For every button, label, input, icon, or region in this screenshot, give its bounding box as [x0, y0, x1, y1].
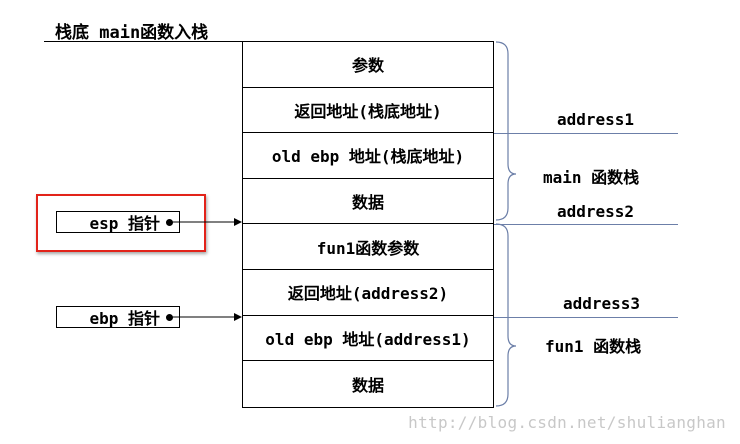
- stack-cell-fun1-return-address: 返回地址(address2): [243, 270, 493, 316]
- watermark: http://blog.csdn.net/shulianghan: [408, 413, 726, 432]
- ebp-arrowhead: [234, 313, 242, 321]
- address3-line: [494, 317, 678, 318]
- address1-label: address1: [557, 110, 635, 129]
- diagram-title: 栈底 main函数入栈: [55, 23, 209, 43]
- ebp-pointer-label: ebp 指针: [89, 309, 160, 328]
- esp-pointer-label: esp 指针: [89, 214, 160, 233]
- frame-braces: [495, 41, 517, 407]
- address3-label: address3: [563, 294, 641, 313]
- fun1-frame-label: fun1 函数栈: [545, 337, 642, 356]
- stack-cell-fun1-old-ebp: old ebp 地址(address1): [243, 316, 493, 362]
- stack-cell-main-old-ebp: old ebp 地址(栈底地址): [243, 133, 493, 179]
- stack-cell-main-params: 参数: [243, 42, 493, 88]
- stack-table: 参数 返回地址(栈底地址) old ebp 地址(栈底地址) 数据 fun1函数…: [242, 41, 494, 408]
- esp-highlight-box: [36, 194, 206, 252]
- address2-label: address2: [557, 202, 635, 221]
- esp-pointer-box: esp 指针: [56, 211, 180, 233]
- stack-bottom-line: [44, 41, 242, 42]
- address2-line: [494, 224, 678, 225]
- stack-cell-main-return-address: 返回地址(栈底地址): [243, 88, 493, 134]
- stack-cell-main-data: 数据: [243, 179, 493, 225]
- main-frame-label: main 函数栈: [543, 168, 640, 187]
- main-frame-brace: [495, 41, 517, 221]
- esp-arrowhead: [234, 218, 242, 226]
- stack-cell-fun1-params: fun1函数参数: [243, 224, 493, 270]
- pointer-arrows: [166, 218, 242, 321]
- fun1-frame-brace: [495, 223, 517, 407]
- address1-line: [494, 133, 678, 134]
- stack-cell-fun1-data: 数据: [351, 375, 384, 395]
